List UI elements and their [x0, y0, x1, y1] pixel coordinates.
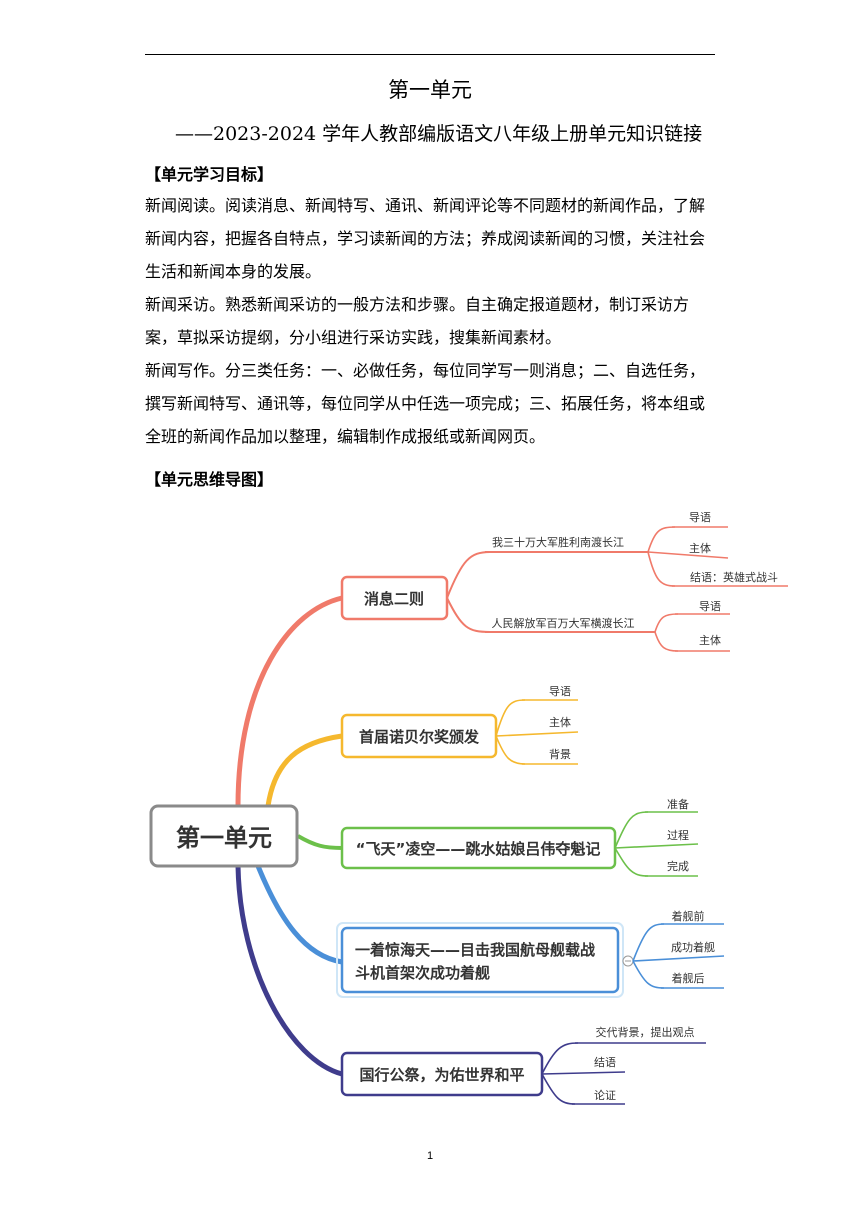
leaf-3-1: 准备	[667, 797, 689, 811]
leaf-3-3: 完成	[667, 859, 689, 873]
branch-label-4-line1: 一着惊海天——目击我国航母舰载战	[355, 941, 595, 959]
branch-label-5: 国行公祭，为佑世界和平	[359, 1066, 524, 1084]
leaf-5-1: 交代背景，提出观点	[596, 1025, 695, 1039]
branch-label-4-line2: 斗机首架次成功着舰	[355, 964, 490, 982]
header-rule	[145, 54, 715, 55]
branch-label-3: “飞天”凌空——跳水姑娘吕伟夺魁记	[356, 840, 601, 858]
sub-label-1a: 我三十万大军胜利南渡长江	[492, 535, 624, 549]
trunk-green	[296, 834, 343, 850]
leaf-1b-2: 主体	[699, 633, 721, 647]
page-subtitle: ——2023-2024 学年人教部编版语文八年级上册单元知识链接	[175, 123, 703, 145]
leaf-1a-3: 结语：英雄式战斗	[690, 570, 778, 584]
page-number: 1	[426, 1150, 434, 1162]
leaf-2-1: 导语	[549, 685, 571, 698]
root-node	[149, 804, 299, 868]
root-label: 第一单元	[176, 824, 272, 852]
leaf-5-3: 论证	[594, 1088, 616, 1102]
leaf-4-1: 着舰前	[672, 909, 705, 923]
paragraph-interview: 新闻采访。熟悉新闻采访的一般方法和步骤。自主确定报道题材，制订采访方案，草拟采访…	[145, 295, 690, 347]
sub-label-1b: 人民解放军百万大军横渡长江	[492, 616, 635, 630]
paragraph-writing: 新闻写作。分三类任务：一、必做任务，每位同学写一则消息；二、自选任务，撰写新闻特…	[145, 361, 706, 446]
branch-label-2: 首届诺贝尔奖颁发	[359, 728, 480, 746]
page-title: 第一单元	[388, 78, 472, 102]
leaf-2-3: 背景	[549, 747, 571, 761]
leaf-4-3: 着舰后	[672, 971, 705, 985]
leaf-1a-2: 主体	[689, 541, 711, 555]
leaf-3-2: 过程	[667, 829, 689, 842]
trunk-red	[235, 595, 343, 807]
leaf-5-2: 结语	[594, 1056, 616, 1069]
branch-label-1: 消息二则	[364, 590, 424, 608]
branch-node-4	[340, 926, 620, 994]
trunk-purple	[235, 865, 343, 1077]
leaf-4-2: 成功着舰	[671, 940, 715, 954]
leaf-2-2: 主体	[549, 715, 571, 729]
section-heading-goals: 【单元学习目标】	[145, 165, 274, 184]
mind-map: 第一单元 消息二则 我三十万大军胜利南渡长江 导语 主体 结语：英雄式战斗 人民…	[149, 511, 788, 1105]
leaf-1b-1: 导语	[699, 600, 721, 613]
section-heading-mindmap: 【单元思维导图】	[145, 470, 274, 489]
leaf-1a-1: 导语	[689, 511, 711, 524]
trunk-yellow	[265, 733, 343, 807]
paragraph-reading: 新闻阅读。阅读消息、新闻特写、通讯、新闻评论等不同题材的新闻作品，了解新闻内容，…	[145, 196, 706, 281]
trunk-blue	[255, 865, 343, 965]
